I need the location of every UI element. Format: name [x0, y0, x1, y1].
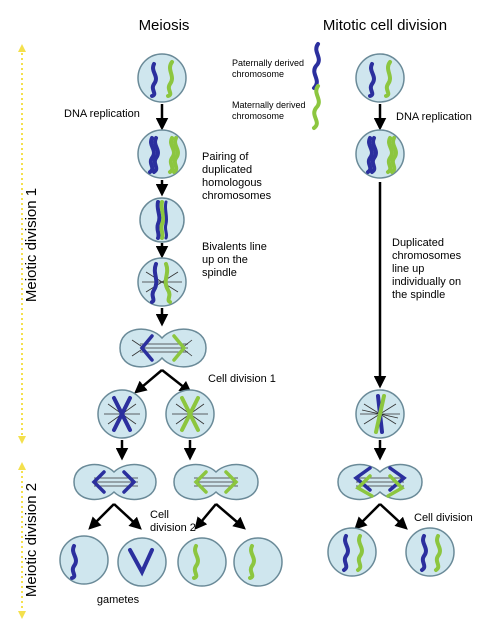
mitosis-cell-division-label: Cell division [414, 512, 473, 524]
gamete-1 [59, 535, 109, 585]
mitosis-daughter-cell-1 [327, 527, 377, 577]
meiosis-daughter-cell-maternal [165, 389, 215, 439]
arrow [354, 503, 381, 530]
meiotic-division-2-label: Meiotic division 2 [23, 483, 40, 597]
gametes-label: gametes [97, 594, 140, 606]
meiotic-division-1-label: Meiotic division 1 [23, 188, 40, 302]
gamete-4 [233, 537, 283, 587]
meiosis-cell-dividing-1 [119, 328, 207, 368]
mitosis-cell-dividing [337, 463, 423, 501]
paternal-chromosome-icon [312, 42, 321, 90]
meiotic-division-1-bar [18, 44, 26, 444]
legend-maternal-line1: Maternally derived [232, 100, 306, 110]
arrow [379, 503, 408, 530]
mitosis-cell-replicated [355, 129, 405, 179]
meiosis-cell-paired [139, 197, 185, 243]
legend-paternal-line1: Paternally derived [232, 58, 304, 68]
meiotic-division-2-bar [18, 462, 26, 619]
meiosis-cell-dividing-2a [73, 463, 157, 501]
maternal-chromosome-icon [312, 84, 321, 130]
meiosis-cell-initial [137, 53, 187, 103]
meiosis-dna-replication-label: DNA replication [64, 108, 140, 120]
legend-maternal-line2: chromosome [232, 111, 284, 121]
mitosis-line-up-label: Duplicated chromosomes line up individua… [392, 237, 464, 301]
mitosis-heading: Mitotic cell division [323, 17, 447, 34]
meiosis-cell-bivalents [137, 257, 187, 307]
gamete-3 [177, 537, 227, 587]
meiosis-cell-division-1-label: Cell division 1 [208, 373, 276, 385]
arrow [113, 503, 142, 530]
meiosis-bivalents-label: Bivalents line up on the spindle [202, 241, 270, 279]
arrow [161, 369, 192, 394]
meiosis-cell-dividing-2b [173, 463, 259, 501]
meiosis-cell-division-2-label: Cell division 2 [150, 509, 196, 534]
meiosis-heading: Meiosis [139, 17, 190, 34]
meiosis-daughter-cell-paternal [97, 389, 147, 439]
arrow [88, 503, 115, 530]
mitosis-daughter-cell-2 [405, 527, 455, 577]
mitosis-cell-spindle [355, 389, 405, 439]
legend-paternal-line2: chromosome [232, 69, 284, 79]
arrow [215, 503, 246, 530]
gamete-2 [117, 537, 167, 587]
mitosis-dna-replication-label: DNA replication [396, 111, 472, 123]
meiosis-cell-replicated [137, 129, 187, 179]
meiosis-pairing-label: Pairing of duplicated homologous chromos… [202, 151, 272, 202]
arrow [134, 369, 163, 394]
arrow [194, 503, 217, 530]
mitosis-cell-initial [355, 53, 405, 103]
